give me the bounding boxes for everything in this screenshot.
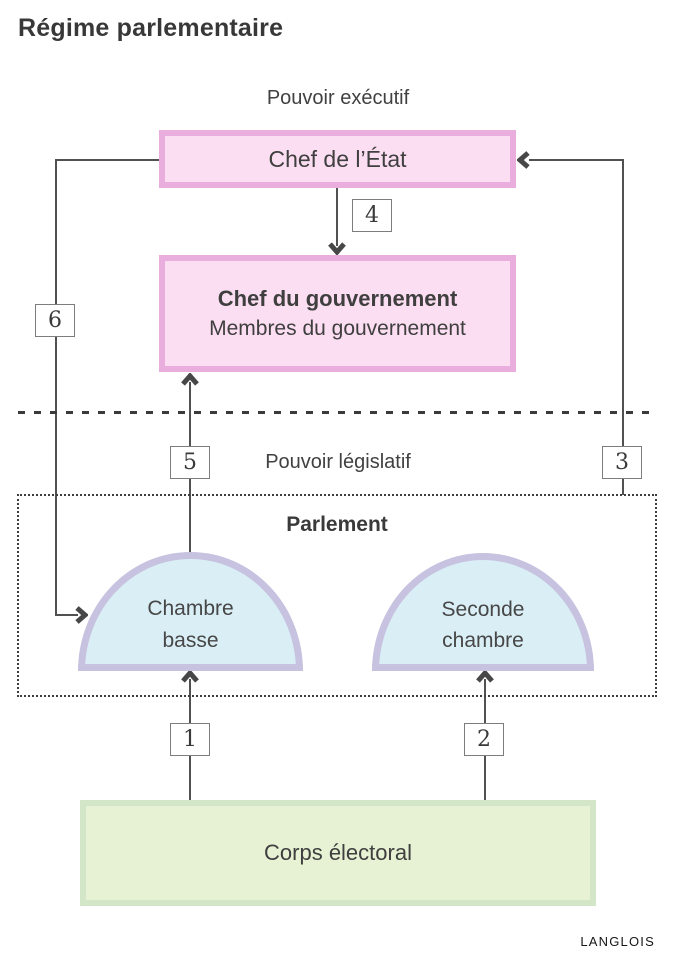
head-of-state-box: Chef de l’État	[159, 130, 516, 188]
parliament-label: Parlement	[286, 513, 388, 536]
lower-chamber-label-line1: Chambre	[147, 597, 234, 620]
step-badge-1: 1	[170, 723, 210, 756]
step-badge-2: 2	[464, 723, 504, 756]
connector-6-bottom-segment	[55, 614, 78, 616]
connector-3-vertical	[622, 159, 624, 495]
step-badge-6: 6	[35, 304, 75, 337]
arrow-left-icon	[517, 151, 530, 169]
credit-label: LANGLOIS	[580, 934, 655, 949]
executive-power-label: Pouvoir exécutif	[266, 87, 410, 109]
connector-6-vertical	[55, 159, 57, 616]
electorate-label: Corps électoral	[264, 840, 412, 865]
arrow-right-icon	[75, 606, 88, 624]
step-number: 5	[183, 450, 197, 475]
step-badge-4: 4	[352, 199, 392, 232]
head-of-government-label: Chef du gouvernement	[217, 286, 458, 311]
legislative-power-label: Pouvoir législatif	[265, 451, 411, 473]
step-badge-3: 3	[602, 446, 642, 479]
step-number: 4	[365, 203, 379, 228]
step-number: 1	[183, 727, 197, 752]
arrow-up-icon	[181, 373, 199, 386]
arrow-down-icon	[328, 242, 346, 255]
step-number: 6	[48, 308, 62, 333]
step-number: 3	[615, 450, 629, 475]
connector-6-top-segment	[55, 159, 160, 161]
second-chamber-label-line1: Seconde	[441, 597, 525, 621]
connector-3-top-segment	[529, 159, 624, 161]
electorate-box: Corps électoral	[80, 800, 596, 906]
second-chamber-label-line2: chambre	[442, 629, 524, 652]
lower-chamber-label-line2: basse	[162, 628, 219, 652]
step-badge-5: 5	[170, 446, 210, 479]
diagram-title: Régime parlementaire	[18, 14, 284, 42]
arrow-up-icon	[476, 670, 494, 683]
government-members-label: Membres du gouvernement	[209, 317, 466, 340]
power-separator-dashed-line	[18, 411, 658, 414]
arrow-up-icon	[181, 670, 199, 683]
connector-4-vertical	[336, 188, 338, 246]
head-of-government-box: Chef du gouvernement Membres du gouverne…	[159, 255, 516, 372]
step-number: 2	[477, 727, 491, 752]
parliament-box	[17, 494, 657, 697]
head-of-state-label: Chef de l’État	[268, 145, 407, 172]
